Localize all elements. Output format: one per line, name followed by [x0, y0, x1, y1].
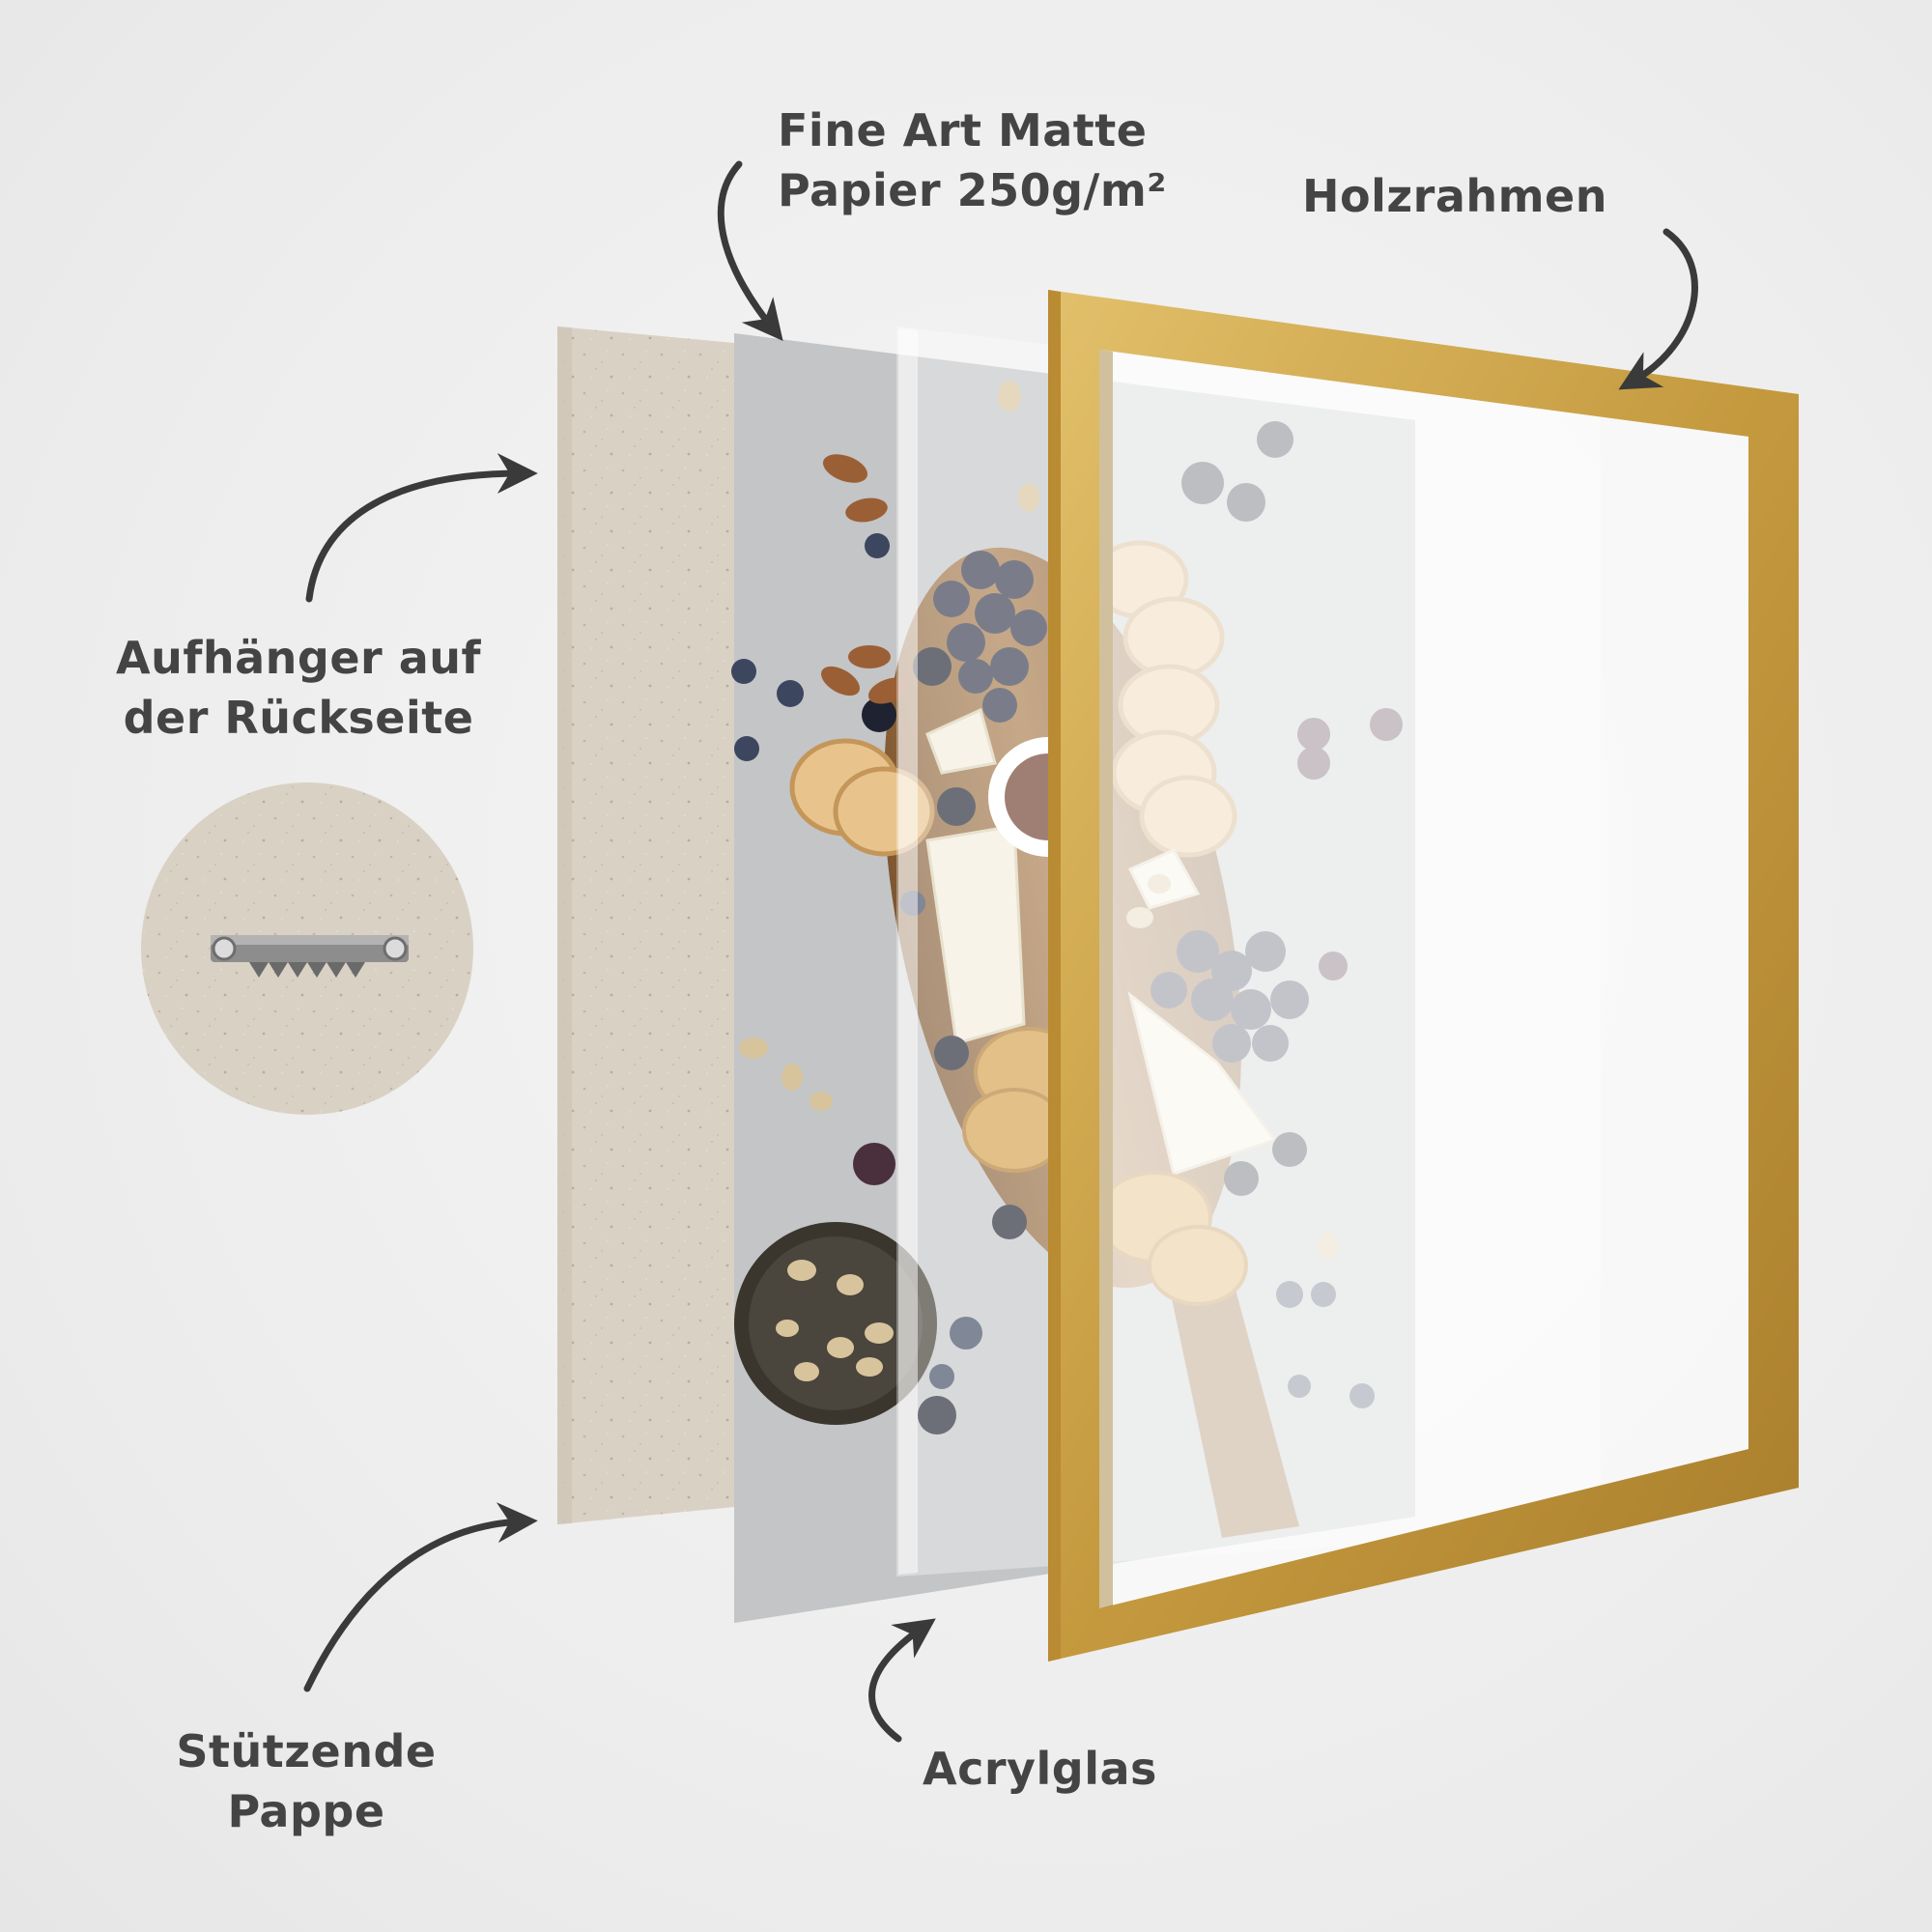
curved-arrow-icon — [303, 160, 1698, 1743]
hanger-detail — [141, 782, 473, 1115]
label-backing: Stützende Pappe — [176, 1725, 437, 1837]
sawtooth-hanger-icon — [211, 935, 409, 978]
label-hanger: Aufhänger auf der Rückseite — [116, 632, 482, 744]
label-paper: Fine Art Matte Papier 250g/m² — [778, 104, 1167, 216]
label-frame: Holzrahmen — [1302, 170, 1607, 222]
pistachio-bowl — [734, 1222, 937, 1425]
wooden-frame — [1048, 290, 1799, 1662]
label-acrylic: Acrylglas — [923, 1743, 1157, 1795]
backing-cardboard — [557, 327, 734, 1524]
